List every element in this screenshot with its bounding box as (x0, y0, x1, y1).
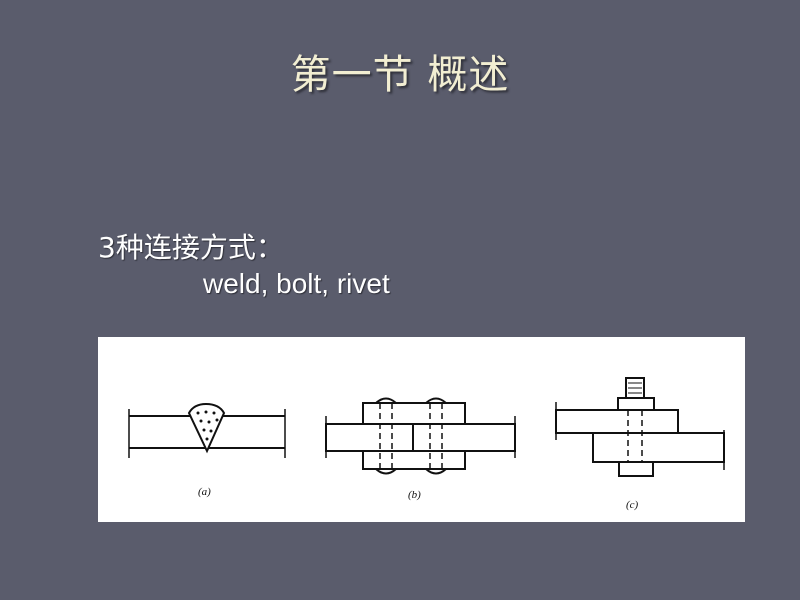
figure-label-c: (c) (626, 499, 639, 511)
figure-label-b: (b) (408, 489, 421, 501)
bolt-diagram (555, 377, 725, 477)
connection-methods-list: weld, bolt, rivet (203, 268, 390, 299)
weld-diagram (128, 402, 286, 458)
slide-title: 第一节 概述 (290, 52, 510, 98)
connection-methods-heading: 3种连接方式： (98, 231, 284, 264)
figure-label-a: (a) (198, 486, 211, 498)
rivet-diagram (325, 397, 516, 475)
